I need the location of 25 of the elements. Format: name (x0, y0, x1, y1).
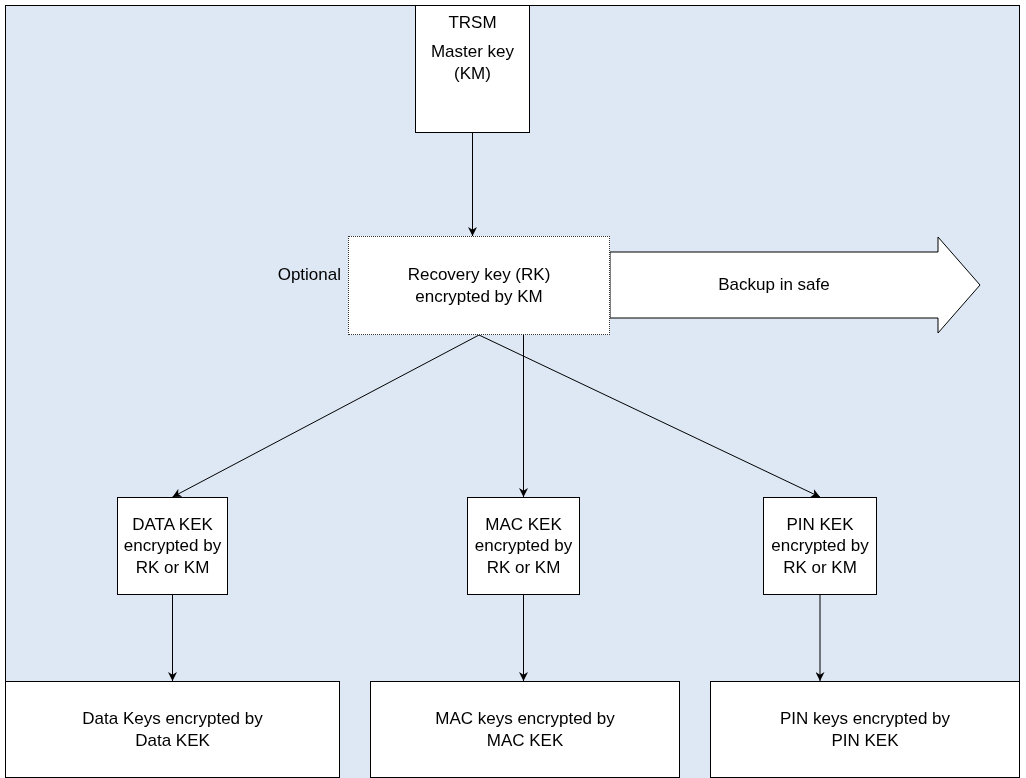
box-text: MAC keys encrypted by MAC KEK (434, 708, 616, 751)
arrow (815, 594, 825, 682)
key-box (370, 681, 680, 778)
key-box (415, 5, 530, 133)
box-text: Data Keys encrypted by Data KEK (81, 708, 264, 751)
side-note: Optional (277, 264, 341, 285)
arrow (478, 334, 821, 498)
box-text: MAC KEK encrypted by RK or KM (473, 514, 574, 578)
box-text: TRSM (448, 12, 497, 34)
key-box (763, 497, 877, 595)
arrow (519, 594, 528, 682)
box-text: Master key (KM) (429, 41, 516, 84)
box-text: Backup in safe (718, 274, 830, 296)
key-box (710, 681, 1020, 778)
box-text: PIN KEK encrypted by RK or KM (770, 514, 870, 578)
arrow (172, 334, 480, 498)
arrow (468, 132, 477, 237)
key-box (5, 681, 340, 778)
arrow (168, 594, 177, 682)
box-text: DATA KEK encrypted by RK or KM (122, 514, 223, 578)
key-box (117, 497, 228, 595)
key-box (467, 497, 580, 595)
box-text: PIN keys encrypted by PIN KEK (778, 708, 952, 751)
arrow (519, 334, 528, 498)
box-text: Recovery key (RK) encrypted by KM (406, 264, 552, 307)
